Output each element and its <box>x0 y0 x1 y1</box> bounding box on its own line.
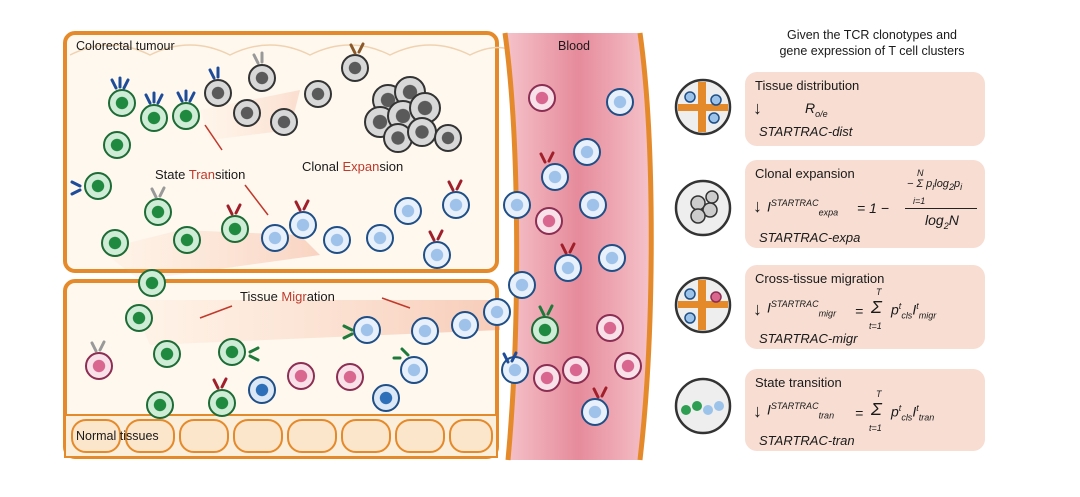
tissue-migration-label: Tissue Migration <box>240 289 335 304</box>
blood-label: Blood <box>558 39 590 53</box>
formula-lhs: ISTARTRACmigr <box>767 299 837 319</box>
method-header: Given the TCR clonotypes and gene expres… <box>779 28 965 58</box>
sum-top: N <box>917 168 924 178</box>
panel-title: Tissue distribution <box>755 78 860 93</box>
formula-denominator: log2N <box>925 212 959 231</box>
formula-rhs: ptclsItmigr <box>891 301 937 321</box>
method-name: STARTRAC-expa <box>759 230 861 245</box>
formula-lhs: ISTARTRACtran <box>767 401 835 421</box>
tumour-cells-blue <box>261 191 470 269</box>
receptor-marks <box>70 42 608 399</box>
down-arrow-icon: ↓ <box>753 98 762 118</box>
normal-tissue-cells <box>71 419 493 453</box>
panel-state-transition: State transition ↓ ISTARTRACtran = T Σ t… <box>745 369 985 451</box>
icon-clonal-expansion <box>674 179 732 237</box>
down-arrow-icon: ↓ <box>753 299 762 319</box>
method-name: STARTRAC-tran <box>759 433 855 448</box>
formula: Ro/e <box>805 100 828 119</box>
blood-vessel <box>502 32 654 461</box>
clonal-expansion-cluster <box>364 76 462 153</box>
panel-title: Cross-tissue migration <box>755 271 885 286</box>
sum-bottom: i=1 <box>913 196 926 206</box>
sum-top: T <box>876 287 882 297</box>
formula-lhs: ISTARTRACexpa <box>767 198 839 218</box>
clonal-expansion-label: Clonal Expansion <box>302 159 404 174</box>
colorectal-tumour-label: Colorectal tumour <box>76 39 175 53</box>
sum-symbol: Σ <box>871 399 882 419</box>
method-name: STARTRAC-dist <box>759 124 853 139</box>
formula-rhs: ptclsIttran <box>891 403 935 423</box>
formula-eq: = 1 − <box>857 200 889 216</box>
state-transition-label: State Transition <box>155 167 246 182</box>
sum-top: T <box>876 389 882 399</box>
tumour-cells-green <box>84 54 369 257</box>
sum-symbol: Σ <box>871 297 882 317</box>
down-arrow-icon: ↓ <box>753 196 762 216</box>
panel-clonal-expansion: Clonal expansion ↓ ISTARTRACexpa = 1 − −… <box>745 160 985 248</box>
blood-cells <box>501 84 642 426</box>
formula-eq: = <box>855 405 864 421</box>
down-arrow-icon: ↓ <box>753 401 762 421</box>
formula-numerator: − Σ pilog2pi <box>907 178 963 193</box>
fraction-bar <box>905 208 977 209</box>
icon-state-transition <box>674 377 732 435</box>
panel-tissue-distribution: Tissue distribution ↓ Ro/e STARTRAC-dist <box>745 72 985 146</box>
icon-tissue-distribution <box>674 78 732 136</box>
method-name: STARTRAC-migr <box>759 331 858 346</box>
sum-bottom: t=1 <box>869 423 882 433</box>
formula-eq: = <box>855 303 864 319</box>
panel-title: State transition <box>755 375 842 390</box>
panel-title: Clonal expansion <box>755 166 855 181</box>
icon-cross-tissue-migration <box>674 276 732 334</box>
sum-bottom: t=1 <box>869 321 882 331</box>
panel-cross-tissue-migration: Cross-tissue migration ↓ ISTARTRACmigr =… <box>745 265 985 349</box>
normal-tissues-label: Normal tissues <box>76 429 159 443</box>
normal-cells <box>85 269 511 419</box>
